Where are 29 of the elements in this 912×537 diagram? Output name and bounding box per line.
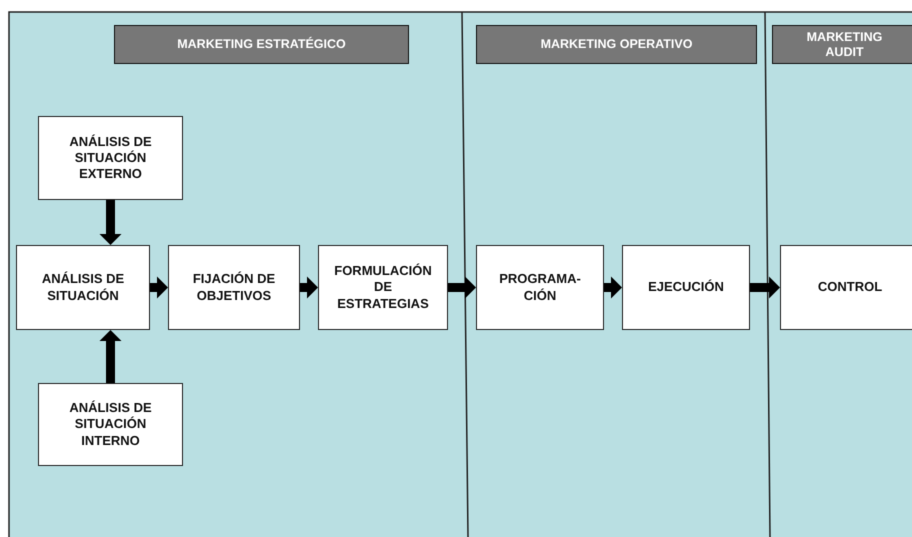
box-label: FORMULACIÓN DE ESTRATEGIAS bbox=[333, 263, 433, 312]
arrow bbox=[100, 200, 122, 245]
box-label: EJECUCIÓN bbox=[647, 279, 725, 296]
process-box bbox=[38, 383, 183, 466]
box-label: MARKETING ESTRATÉGICO bbox=[176, 37, 347, 52]
box-label: MARKETING OPERATIVO bbox=[540, 37, 694, 52]
process-box bbox=[780, 245, 912, 330]
process-box bbox=[16, 245, 150, 330]
box-label: FIJACIÓN DE OBJETIVOS bbox=[192, 271, 276, 304]
process-box bbox=[622, 245, 750, 330]
box-label: ANÁLISIS DE SITUACIÓN bbox=[40, 271, 126, 304]
section-header bbox=[772, 25, 912, 64]
process-box bbox=[168, 245, 300, 330]
process-box bbox=[38, 116, 183, 200]
section-header bbox=[114, 25, 409, 64]
process-box bbox=[318, 245, 448, 330]
section-header bbox=[476, 25, 757, 64]
box-label: ANÁLISIS DE SITUACIÓN INTERNO bbox=[68, 400, 153, 449]
arrow bbox=[604, 276, 622, 298]
box-label: PROGRAMA- CIÓN bbox=[498, 271, 582, 304]
arrow bbox=[448, 276, 476, 298]
arrow bbox=[300, 276, 318, 298]
arrow bbox=[150, 276, 168, 298]
box-label: CONTROL bbox=[816, 279, 884, 296]
box-label: MARKETING AUDIT bbox=[806, 30, 884, 59]
box-label: ANÁLISIS DE SITUACIÓN EXTERNO bbox=[68, 134, 153, 182]
process-box bbox=[476, 245, 604, 330]
arrow bbox=[100, 330, 122, 383]
arrow bbox=[750, 276, 780, 298]
